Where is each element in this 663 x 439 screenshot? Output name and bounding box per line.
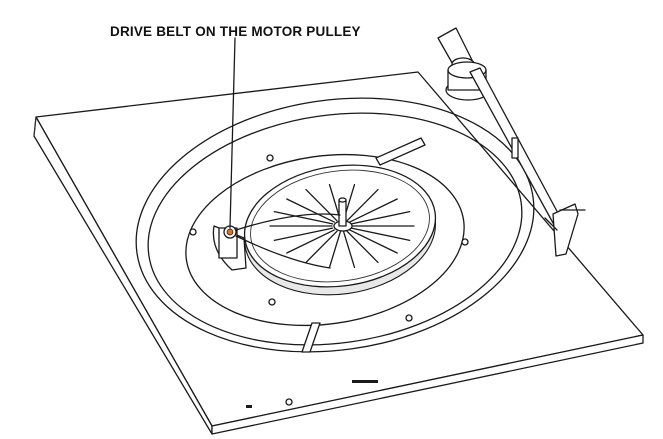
platter-spoke	[350, 227, 411, 242]
platter-spoke	[346, 188, 379, 222]
platter-spokes	[269, 183, 415, 269]
screw	[268, 298, 276, 306]
platter-spoke	[349, 229, 398, 254]
platter-spoke	[273, 227, 334, 242]
platter-spoke	[349, 198, 398, 223]
platter-spoke	[273, 210, 334, 225]
model-label-mark	[352, 380, 378, 383]
front-indicator	[246, 405, 252, 408]
platter-spoke	[305, 188, 338, 222]
spindle	[338, 199, 347, 227]
well-inner-rim	[147, 112, 523, 346]
annotation-label: DRIVE BELT ON THE MOTOR PULLEY	[110, 24, 361, 39]
tonearm	[437, 27, 586, 257]
drive-belt	[235, 213, 341, 269]
plinth-front-side	[211, 334, 644, 435]
screw	[405, 314, 413, 322]
tonearm-rest	[511, 137, 519, 159]
front-switch	[285, 398, 293, 406]
motor-assembly	[212, 213, 341, 271]
platter	[243, 164, 437, 296]
support-bar-bottom	[301, 322, 321, 353]
annotation-leader-line	[229, 37, 236, 229]
screw	[189, 228, 197, 236]
well-outer-rim	[135, 97, 535, 353]
pulley-highlight	[226, 228, 234, 236]
support-bar-top	[375, 137, 426, 166]
platter-spoke	[346, 230, 379, 264]
platter-spoke	[305, 230, 338, 264]
tonearm-headshell	[544, 203, 586, 257]
platter-spoke	[286, 198, 335, 223]
platter-spoke	[328, 231, 341, 269]
platter-spoke	[286, 229, 335, 254]
platter-spoke	[350, 210, 411, 225]
screw	[461, 238, 469, 246]
screw	[266, 154, 274, 162]
platter-spoke	[343, 231, 356, 269]
